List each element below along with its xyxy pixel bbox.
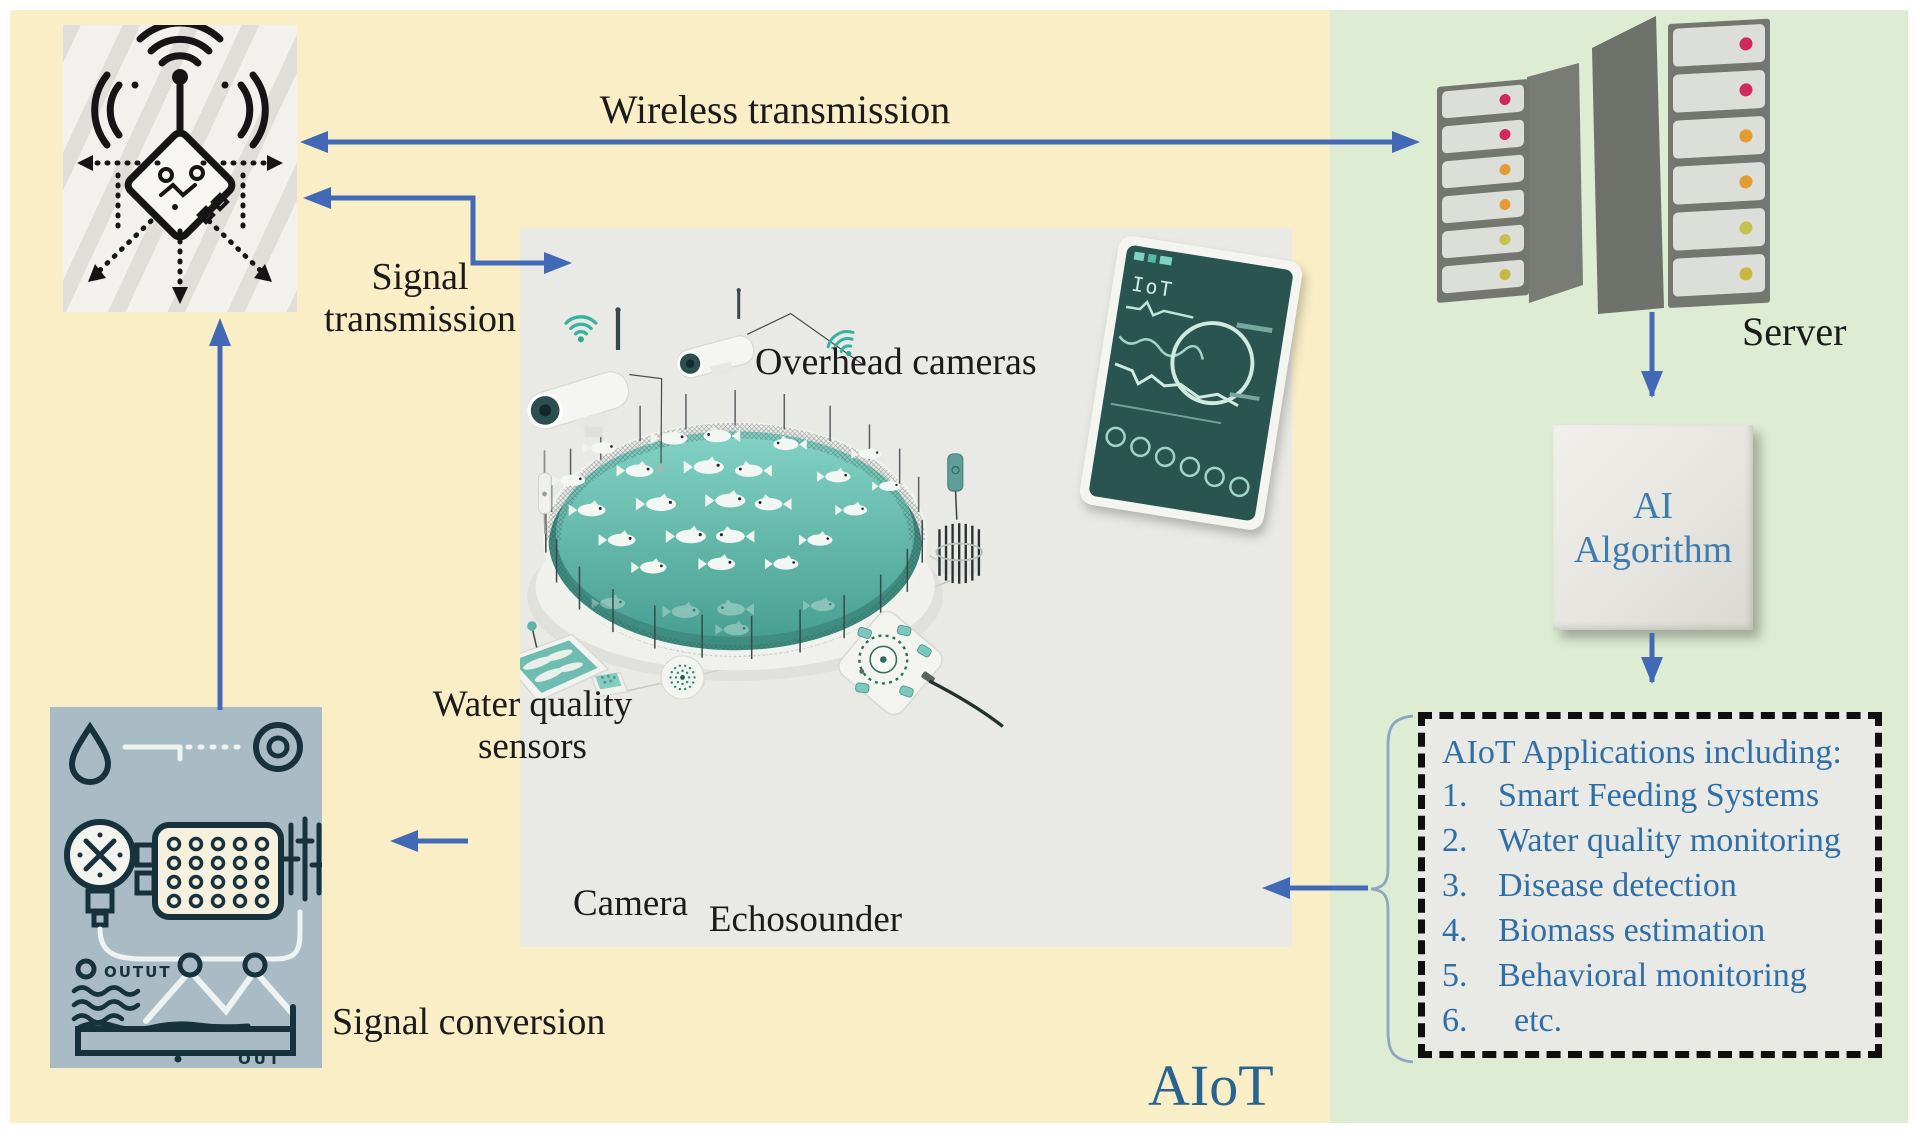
gauge-icon bbox=[64, 819, 136, 928]
water-droplet-icon bbox=[68, 721, 112, 785]
camera-label: Camera bbox=[572, 883, 689, 924]
zigzag bbox=[143, 966, 295, 1024]
application-item: 6. etc. bbox=[1442, 1002, 1563, 1039]
signal-conversion-label: Signal conversion bbox=[332, 1001, 606, 1043]
application-item: 5. Behavioral monitoring bbox=[1442, 957, 1807, 994]
overhead-cameras-callout bbox=[629, 373, 665, 473]
echosounder-speckles bbox=[669, 664, 696, 691]
iot-chip-broadcast-icon bbox=[77, 19, 283, 304]
server-rack-small bbox=[1437, 63, 1583, 303]
ai-algorithm-box: AI Algorithm bbox=[1553, 425, 1753, 630]
panel-text-out: OUT bbox=[238, 1050, 282, 1068]
overhead-cameras-label: Overhead cameras bbox=[755, 341, 1037, 383]
wifi-icon bbox=[564, 315, 598, 343]
wireless-transmission-label: Wireless transmission bbox=[599, 87, 951, 132]
wifi-icon bbox=[826, 330, 855, 357]
surveillance-camera-2 bbox=[676, 288, 865, 379]
target-icon bbox=[253, 722, 303, 772]
mini-camera-device bbox=[590, 671, 629, 698]
signal-conversion-panel: OUTUT OUT bbox=[50, 707, 325, 1068]
aiot-applications-box: AIoT Applications including: 1. Smart Fe… bbox=[1418, 712, 1882, 1058]
fish-pond bbox=[527, 390, 944, 682]
application-item: 1. Smart Feeding Systems bbox=[1442, 777, 1820, 814]
baseline-bar bbox=[75, 1004, 296, 1056]
server-label: Server bbox=[1742, 309, 1847, 354]
signal-dash-line bbox=[122, 744, 249, 762]
application-item: 4. Biomass estimation bbox=[1442, 912, 1766, 949]
application-item: 3. Disease detection bbox=[1442, 867, 1737, 904]
aquaculture-scene-art bbox=[520, 288, 1004, 728]
monitor-screen: IoT bbox=[1088, 244, 1294, 522]
echosounder-device bbox=[659, 655, 706, 700]
server-rack-large bbox=[1592, 16, 1770, 314]
surveillance-camera-1 bbox=[527, 307, 630, 438]
wire bbox=[97, 909, 303, 962]
feeder-controller bbox=[838, 610, 1004, 728]
net-back bbox=[545, 422, 926, 540]
aiot-label: AIoT bbox=[1148, 1053, 1274, 1118]
sliders-icon bbox=[281, 816, 325, 902]
net-posts bbox=[545, 390, 924, 660]
water-probe-left bbox=[538, 450, 552, 535]
applications-title: AIoT Applications including: bbox=[1442, 734, 1842, 771]
fish-tray bbox=[520, 621, 610, 703]
application-item: 2. Water quality monitoring bbox=[1442, 822, 1841, 859]
hanging-sensor bbox=[947, 453, 964, 520]
echosounder-label: Echosounder bbox=[708, 899, 903, 940]
ai-algorithm-line1: AI bbox=[1632, 484, 1674, 527]
wire-basket bbox=[935, 523, 983, 584]
panel-text-outut: OUTUT bbox=[104, 963, 172, 981]
iot-chip-panel bbox=[63, 19, 297, 312]
ai-algorithm-line2: Algorithm bbox=[1573, 528, 1733, 571]
wave-lines bbox=[71, 985, 141, 1025]
converter-module-icon bbox=[134, 822, 284, 920]
monitoring-tablet: IoT bbox=[1077, 234, 1305, 532]
